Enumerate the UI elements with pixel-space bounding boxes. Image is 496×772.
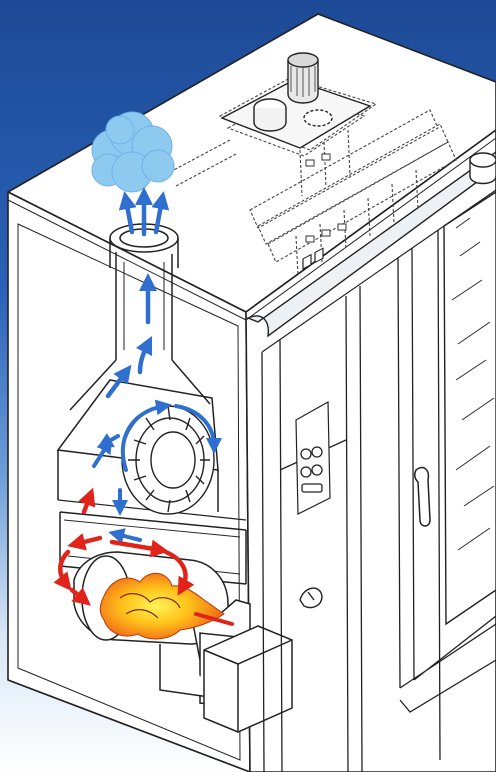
control-knob-4[interactable] [311, 464, 323, 476]
control-knob-3[interactable] [300, 466, 312, 478]
door-handle-icon[interactable] [413, 466, 431, 527]
exhaust-fan-icon [220, 52, 372, 149]
control-knobs[interactable] [300, 446, 323, 493]
top-rim [7, 137, 496, 321]
control-knob-1[interactable] [300, 448, 312, 460]
airflow-heat-arrows [53, 487, 195, 606]
burner-control-box [203, 625, 293, 733]
top-terminals [305, 153, 347, 243]
side-latch-icon[interactable] [299, 587, 323, 609]
door-window [443, 191, 496, 626]
control-knob-2[interactable] [311, 446, 323, 458]
airflow-exhaust-arrows [105, 187, 170, 399]
burner-flame-icon [99, 572, 234, 640]
vent-cap [469, 152, 496, 185]
left-panel-inset [17, 223, 241, 761]
steam-cloud-icon [91, 111, 175, 193]
power-switch[interactable] [301, 483, 323, 493]
front-panel-lines [261, 229, 496, 772]
cabinet-base [7, 659, 496, 772]
front-cornice [246, 151, 496, 338]
airflow-fan-loop-arrows [92, 399, 222, 544]
